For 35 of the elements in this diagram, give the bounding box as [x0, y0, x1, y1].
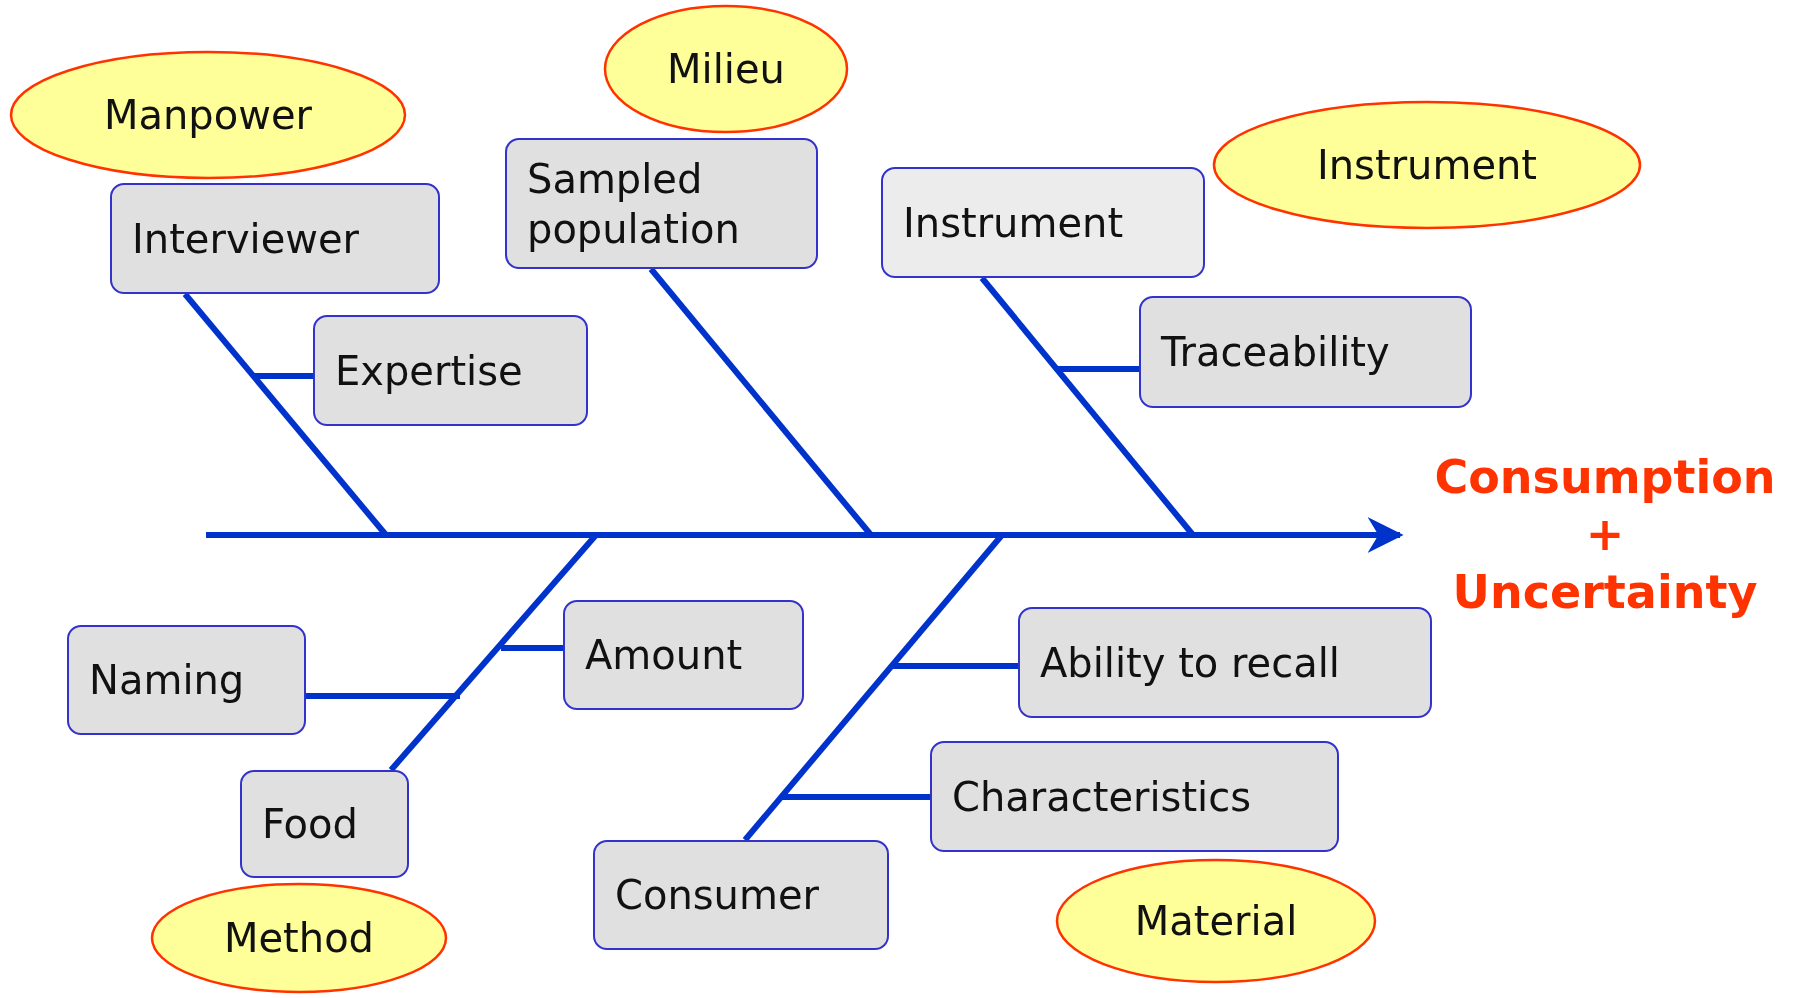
category-label: Material — [1134, 897, 1298, 946]
fishbone-branch-line — [501, 645, 563, 651]
cause-label: Interviewer — [132, 214, 360, 264]
cause-label: Food — [262, 800, 358, 849]
cause-label: Characteristics — [952, 772, 1252, 822]
cause-label: Consumer — [615, 871, 819, 920]
cause-box — [240, 770, 409, 878]
cause-box — [930, 741, 1339, 852]
fishbone-branch-line — [306, 693, 460, 699]
cause-label: Sampled population — [527, 154, 741, 254]
cause-box — [110, 183, 440, 294]
cause-box — [505, 138, 818, 269]
cause-box — [593, 840, 889, 950]
cause-box — [881, 167, 1205, 278]
category-label: Milieu — [667, 45, 785, 94]
cause-box — [1018, 607, 1432, 718]
category-label: Instrument — [1316, 141, 1538, 190]
cause-label: Expertise — [335, 346, 523, 396]
fishbone-branch-line — [781, 794, 930, 800]
cause-box — [1139, 296, 1472, 408]
cause-label: Naming — [89, 656, 245, 705]
category-label: Method — [224, 914, 374, 963]
effect-label: Consumption + Uncertainty — [1433, 448, 1777, 621]
cause-box — [67, 625, 306, 735]
cause-box — [563, 600, 804, 710]
cause-label: Traceability — [1161, 328, 1390, 377]
fishbone-branch-line — [253, 373, 313, 379]
category-label: Manpower — [104, 91, 312, 140]
cause-label: Ability to recall — [1040, 638, 1340, 688]
spine-arrow — [206, 517, 1404, 553]
cause-label: Instrument — [903, 198, 1124, 248]
fishbone-branch-line — [892, 663, 1018, 669]
cause-label: Amount — [585, 631, 743, 680]
fishbone-branch-line — [1057, 366, 1139, 372]
cause-box — [313, 315, 588, 426]
